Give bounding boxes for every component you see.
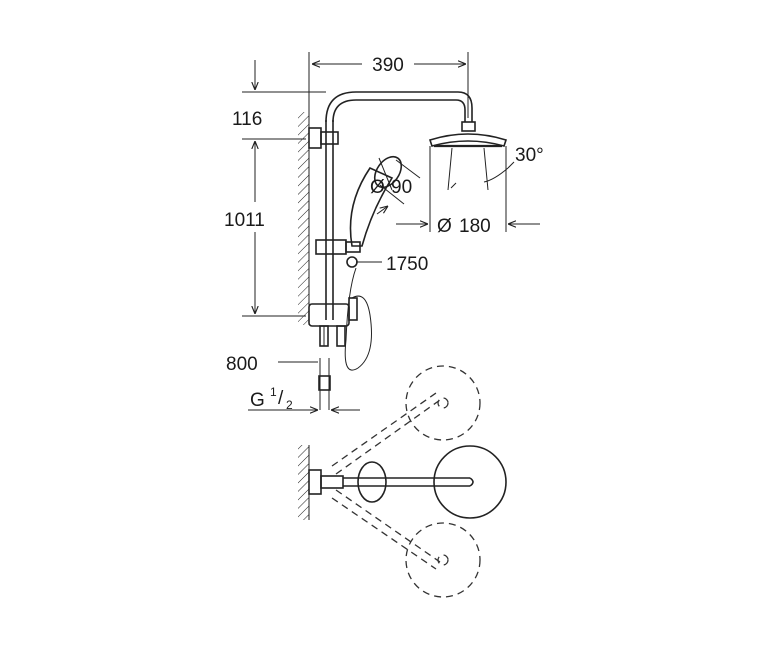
head-diameter-label: 180 bbox=[459, 216, 491, 237]
hand-diameter-label: 90 bbox=[391, 177, 412, 198]
riser-pipe bbox=[325, 91, 473, 320]
dim-inlet-height: 800 bbox=[226, 354, 318, 375]
dim-hose-length: 1750 bbox=[356, 254, 428, 275]
thread-denominator: 2 bbox=[286, 398, 293, 412]
diameter-symbol: Ø bbox=[437, 216, 452, 237]
dim-spray-angle: 30° bbox=[447, 145, 544, 191]
arm-swing-lower bbox=[331, 489, 481, 598]
arm-length-label: 390 bbox=[372, 55, 404, 76]
plan-shower-head bbox=[433, 445, 507, 519]
plan-view bbox=[298, 365, 507, 598]
thread-numerator: 1 bbox=[270, 385, 277, 399]
thread-slash: / bbox=[278, 388, 284, 409]
slider-holder bbox=[315, 239, 361, 268]
thread-letter: G bbox=[250, 390, 265, 411]
top-offset-label: 116 bbox=[232, 109, 262, 130]
plan-hand-shower bbox=[357, 461, 387, 503]
shower-hose bbox=[344, 267, 372, 371]
dim-vertical-chain bbox=[236, 60, 326, 317]
hand-shower bbox=[349, 155, 403, 247]
dim-hand-diameter: Ø 90 bbox=[370, 159, 421, 215]
plan-wall-hatching bbox=[298, 445, 310, 520]
wall-hatching bbox=[298, 112, 310, 325]
dim-thread-size: G 1 / 2 bbox=[248, 385, 360, 412]
wall-bracket-top bbox=[308, 127, 339, 149]
side-elevation-view: 390 116 1011 Ø 180 30 bbox=[224, 52, 544, 412]
water-inlet bbox=[318, 358, 331, 410]
dim-arm-length: 390 bbox=[308, 52, 469, 118]
arm-swing-upper bbox=[331, 365, 481, 475]
spray-angle-label: 30° bbox=[515, 145, 544, 166]
inlet-height-label: 800 bbox=[226, 354, 258, 375]
dim-head-diameter: Ø 180 bbox=[396, 146, 540, 237]
plan-arm bbox=[308, 469, 474, 495]
diameter-symbol-small: Ø bbox=[370, 177, 385, 198]
bar-height-label: 1011 bbox=[224, 210, 265, 231]
hose-length-label: 1750 bbox=[386, 254, 428, 275]
thermostatic-mixer bbox=[308, 297, 358, 347]
overhead-shower-head bbox=[428, 121, 508, 148]
